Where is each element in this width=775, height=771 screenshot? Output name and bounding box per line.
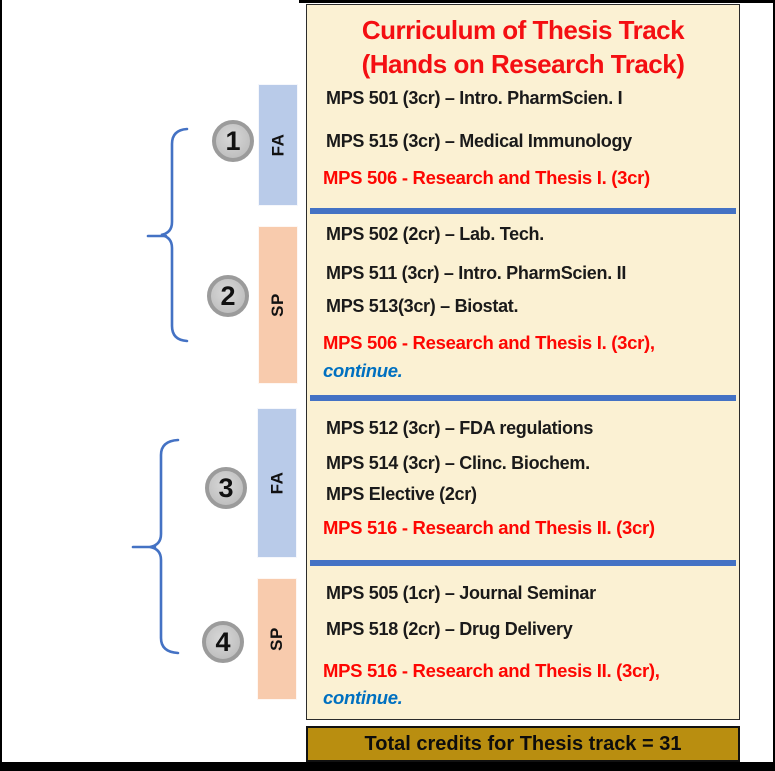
frame-top-line	[299, 0, 775, 3]
course-line: MPS Elective (2cr)	[326, 484, 477, 504]
term-label: SP	[268, 293, 287, 317]
section-divider-1	[310, 208, 736, 214]
total-credits-text: Total credits for Thesis track = 31	[364, 732, 682, 755]
semester-number: 1	[225, 125, 241, 156]
course-line: MPS 511 (3cr) – Intro. PharmScien. II	[326, 263, 627, 283]
total-credits-bar: Total credits for Thesis track = 31	[306, 726, 740, 762]
course-line: MPS 513(3cr) – Biostat.	[326, 296, 519, 316]
term-bar-fa-3: FA	[257, 408, 297, 558]
course-line: MPS 501 (3cr) – Intro. PharmScien. I	[326, 88, 623, 108]
brace-year1-icon	[146, 127, 189, 343]
course-line: MPS 514 (3cr) – Clinc. Biochem.	[326, 453, 590, 473]
curriculum-panel: Curriculum of Thesis Track (Hands on Res…	[306, 4, 740, 720]
course-line-continue: continue.	[323, 687, 403, 708]
section-divider-3	[310, 560, 736, 566]
course-line-continue: continue.	[323, 360, 403, 381]
brace-year2-icon	[131, 438, 180, 655]
semester-circle-1: 1	[212, 120, 254, 162]
frame-left-line	[0, 0, 2, 771]
section-divider-2	[310, 395, 736, 401]
term-bar-sp-4: SP	[257, 578, 297, 700]
course-line: MPS 518 (2cr) – Drug Delivery	[326, 619, 573, 639]
term-label: SP	[267, 627, 286, 651]
semester-number: 3	[218, 472, 234, 503]
semester-circle-3: 3	[205, 467, 247, 509]
semester-number: 2	[220, 280, 236, 311]
semester-number: 4	[215, 626, 231, 657]
course-line-research: MPS 516 - Research and Thesis II. (3cr),	[323, 660, 660, 681]
term-label: FA	[267, 133, 287, 157]
term-bar-sp-2: SP	[258, 226, 298, 384]
title-line-1: Curriculum of Thesis Track	[361, 15, 685, 45]
title-line-2: (Hands on Research Track)	[361, 49, 685, 79]
frame-right-line	[773, 0, 775, 771]
term-bar-fa-1: FA	[258, 84, 298, 206]
course-line: MPS 515 (3cr) – Medical Immunology	[326, 131, 632, 151]
bottom-border-bar	[0, 762, 775, 771]
course-line-research: MPS 516 - Research and Thesis II. (3cr)	[323, 517, 655, 538]
semester-circle-2: 2	[207, 275, 249, 317]
term-label: FA	[266, 471, 286, 495]
course-line: MPS 512 (3cr) – FDA regulations	[326, 418, 594, 438]
page-title: Curriculum of Thesis Track (Hands on Res…	[307, 13, 739, 81]
semester-circle-4: 4	[202, 621, 244, 663]
course-line: MPS 502 (2cr) – Lab. Tech.	[326, 224, 544, 244]
course-line-research: MPS 506 - Research and Thesis I. (3cr)	[323, 167, 650, 188]
course-line: MPS 505 (1cr) – Journal Seminar	[326, 583, 596, 603]
course-line-research: MPS 506 - Research and Thesis I. (3cr),	[323, 332, 655, 353]
